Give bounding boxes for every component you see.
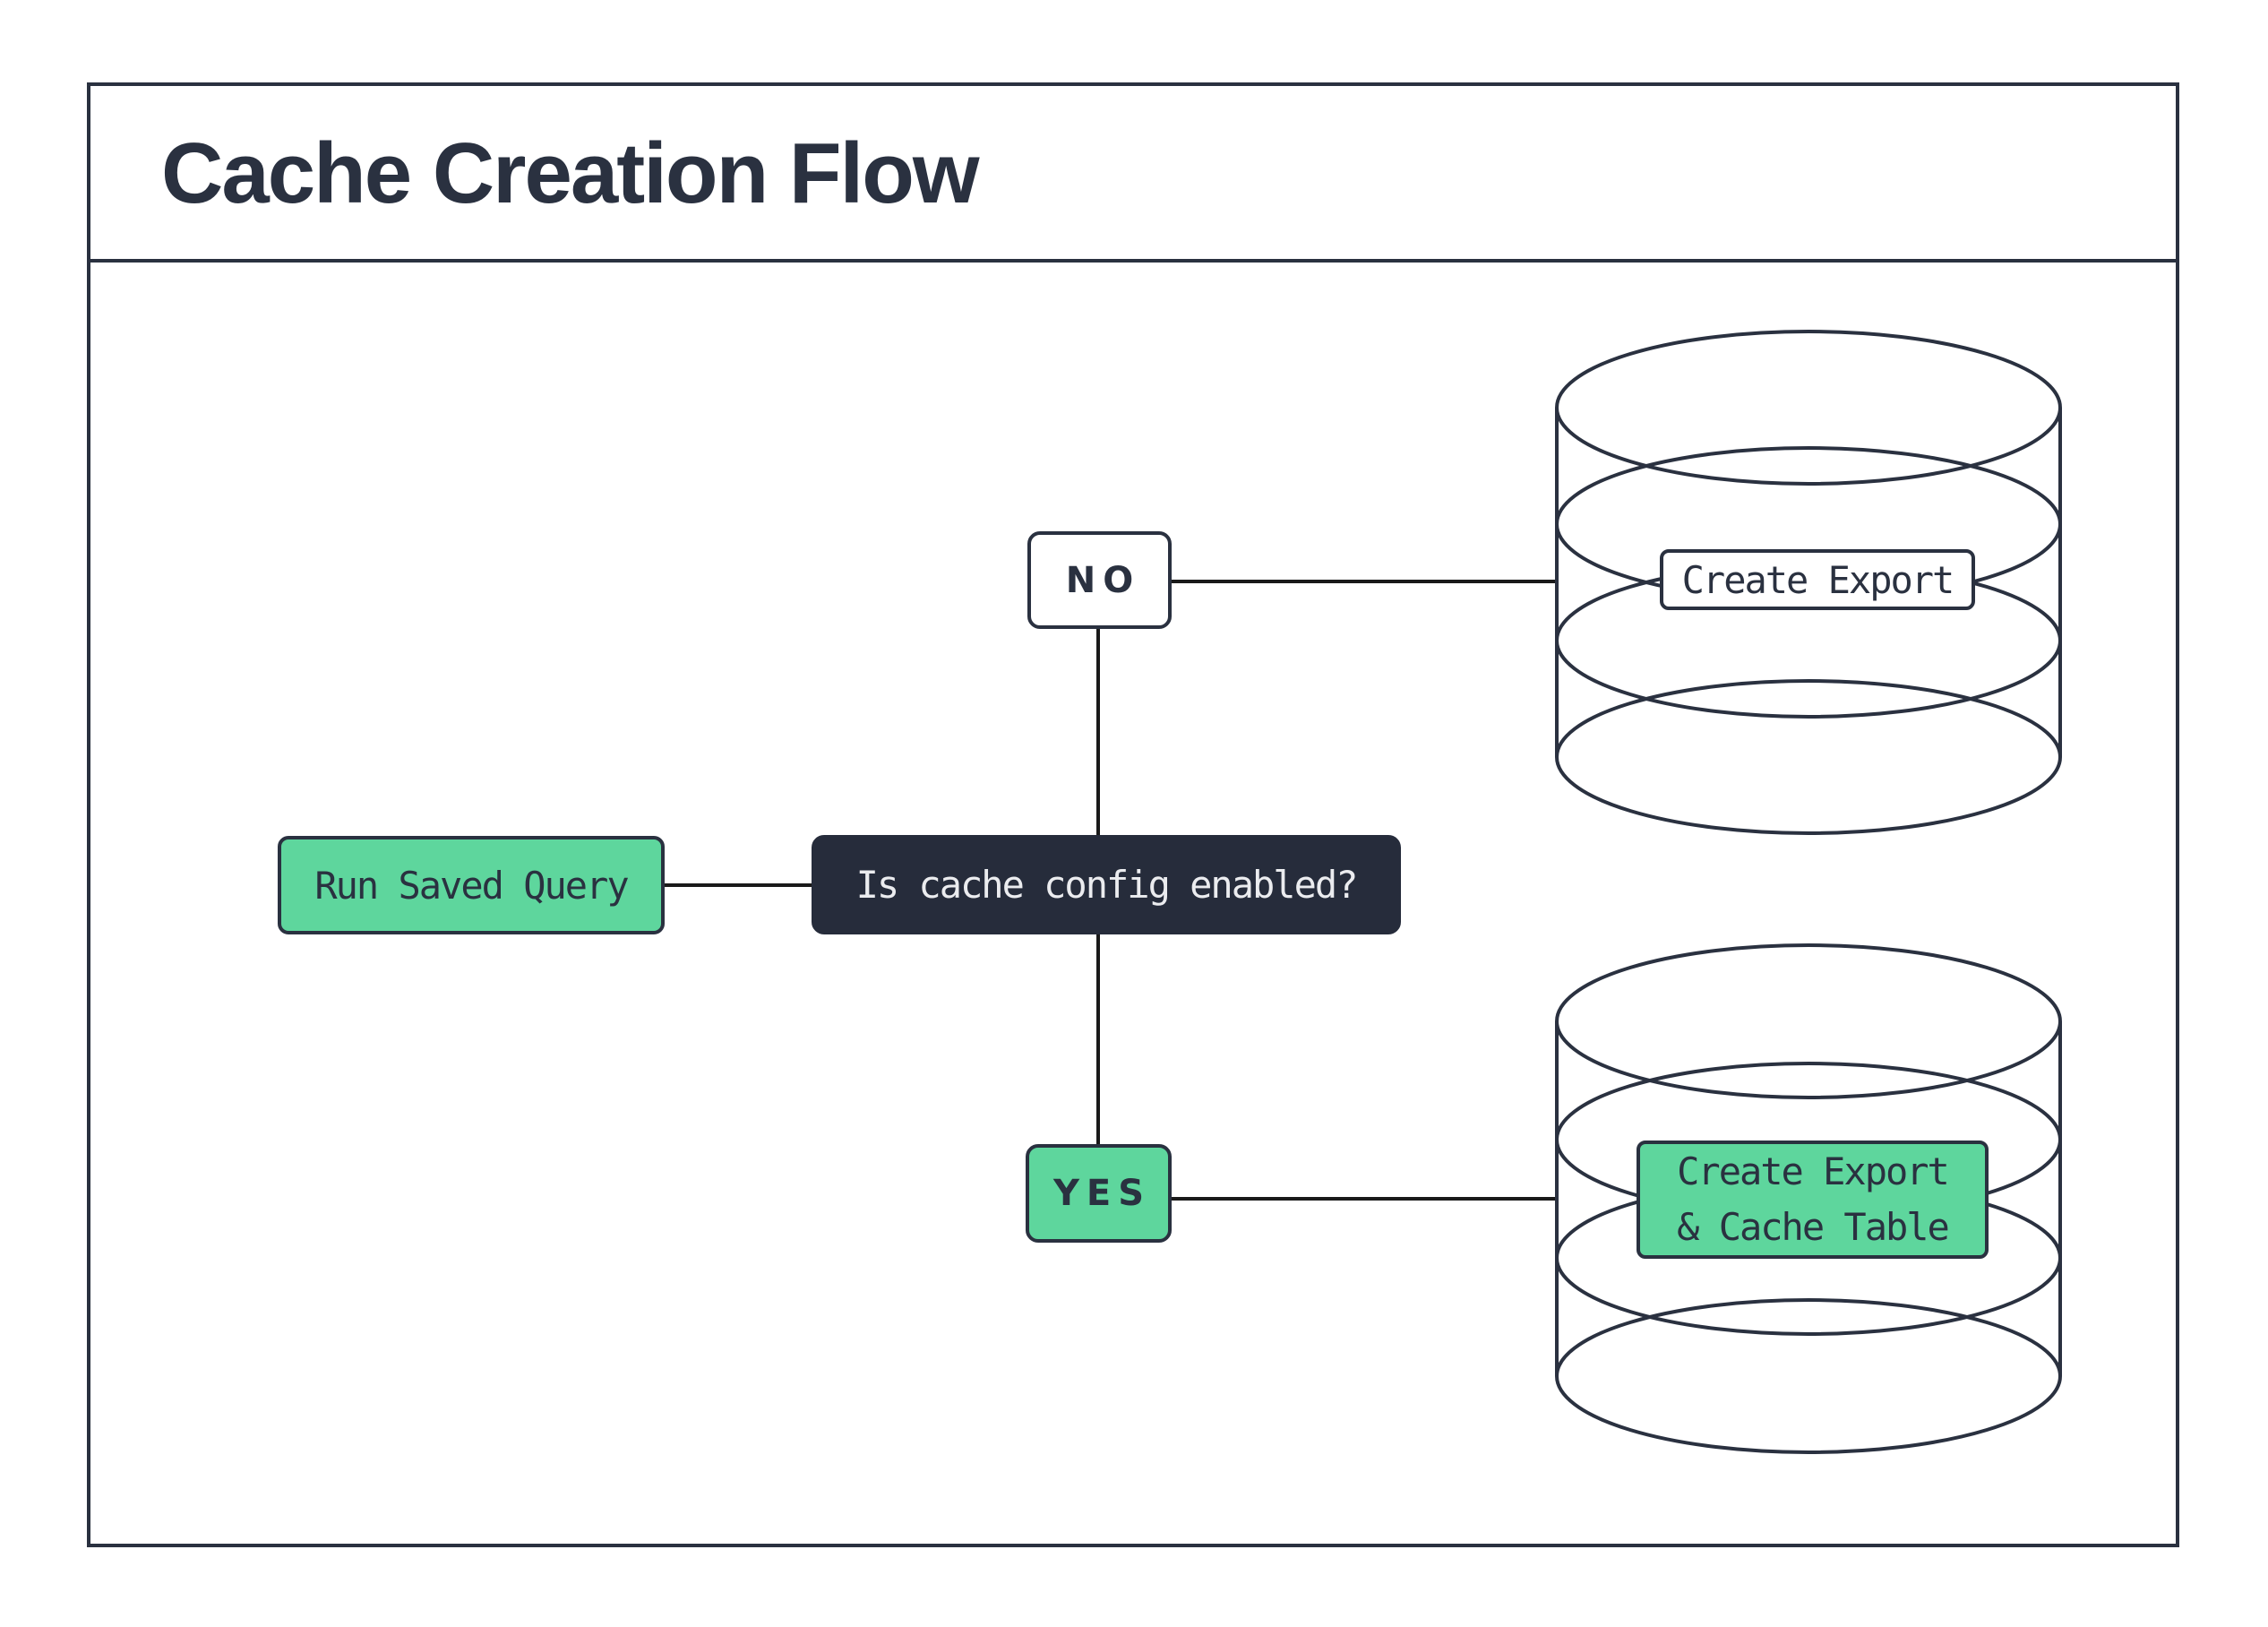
node-cache-config-decision: Is cache config enabled?: [812, 835, 1401, 934]
label-create-export: Create Export: [1660, 549, 1975, 610]
database-icon-export: [1555, 330, 2062, 835]
node-branch-no: NO: [1027, 531, 1172, 629]
title-divider: [90, 259, 2176, 263]
label-create-export-line2: & Cache Table: [1677, 1205, 1950, 1249]
node-run-saved-query: Run Saved Query: [278, 836, 665, 934]
label-create-export-line1: Create Export: [1677, 1149, 1950, 1193]
diagram-frame: [87, 82, 2179, 1547]
label-create-export-cache-table: Create Export & Cache Table: [1637, 1141, 1989, 1259]
page-title: Cache Creation Flow: [161, 125, 979, 221]
node-branch-yes: YES: [1026, 1144, 1172, 1243]
